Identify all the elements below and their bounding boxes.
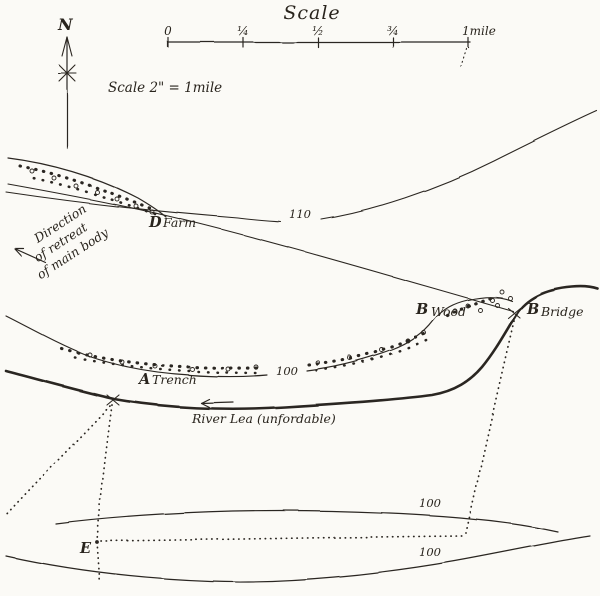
point-e-label: E <box>79 540 92 557</box>
flow-arrow-icon <box>200 398 234 408</box>
survey-dotted-to-e <box>96 404 113 585</box>
e-junction-dot <box>95 540 99 544</box>
ridge-line-upper <box>7 157 167 218</box>
bridge-label-initial: B <box>526 301 539 318</box>
north-arrow <box>57 36 77 149</box>
scale-note: Scale 2" = 1mile <box>108 80 222 96</box>
survey-dotted-to-left <box>3 405 111 518</box>
survey-dotted-horizontal <box>100 535 466 542</box>
upper-ridge <box>7 157 514 312</box>
contour-110-label: 110 <box>289 207 311 221</box>
scale-tick-label-3: ¾ <box>387 24 399 38</box>
ridge-to-bridge-line <box>7 183 514 312</box>
scrub-marks-wood <box>446 289 513 318</box>
contour-line-100-east <box>306 296 513 372</box>
bottom-hill <box>5 510 591 583</box>
bridge-label: Bridge <box>540 304 584 319</box>
scale-tick-label-4: 1mile <box>462 24 496 38</box>
north-label: N <box>57 15 74 34</box>
scale-tick-label-2: ½ <box>312 24 324 38</box>
contour-line-100-west <box>5 315 268 378</box>
scale-bar-ticks <box>167 36 469 48</box>
hill-100-lower-label: 100 <box>419 545 441 559</box>
north-arrow-head <box>61 36 73 57</box>
middle-ridge <box>5 296 513 406</box>
hill-contour-lower <box>5 535 591 583</box>
scrub-marks-middle <box>60 329 436 375</box>
scrub-marks-upper <box>18 164 160 217</box>
bridge-cross-mark <box>507 307 521 319</box>
scale-tick-label-1: ¼ <box>237 24 249 38</box>
trench-label-initial: A <box>137 371 150 388</box>
contour-line-110 <box>5 110 598 223</box>
contour-100-label: 100 <box>276 364 298 378</box>
survey-lines <box>3 320 515 585</box>
farm-label-initial: D <box>148 214 162 231</box>
wood-label: Wood <box>431 304 466 319</box>
compass-star-icon <box>57 64 77 82</box>
wood-label-initial: B <box>415 301 428 318</box>
scale-bar-stray-mark <box>459 47 467 68</box>
scale-tick-label-0: 0 <box>164 24 172 38</box>
river-line <box>4 285 600 411</box>
trench-label: Trench <box>152 372 197 387</box>
scale-title: Scale <box>283 2 340 24</box>
retreat-arrow-icon <box>14 248 47 264</box>
river <box>4 285 600 411</box>
hill-contour-upper <box>55 510 559 533</box>
farm-label: Farm <box>162 215 196 230</box>
river-label: River Lea (unfordable) <box>191 411 336 426</box>
hill-100-upper-label: 100 <box>419 496 441 510</box>
survey-dotted-bridge <box>465 320 515 534</box>
scale-bar <box>167 36 471 68</box>
retreat-annotation: Direction of retreat of main body <box>30 201 111 282</box>
